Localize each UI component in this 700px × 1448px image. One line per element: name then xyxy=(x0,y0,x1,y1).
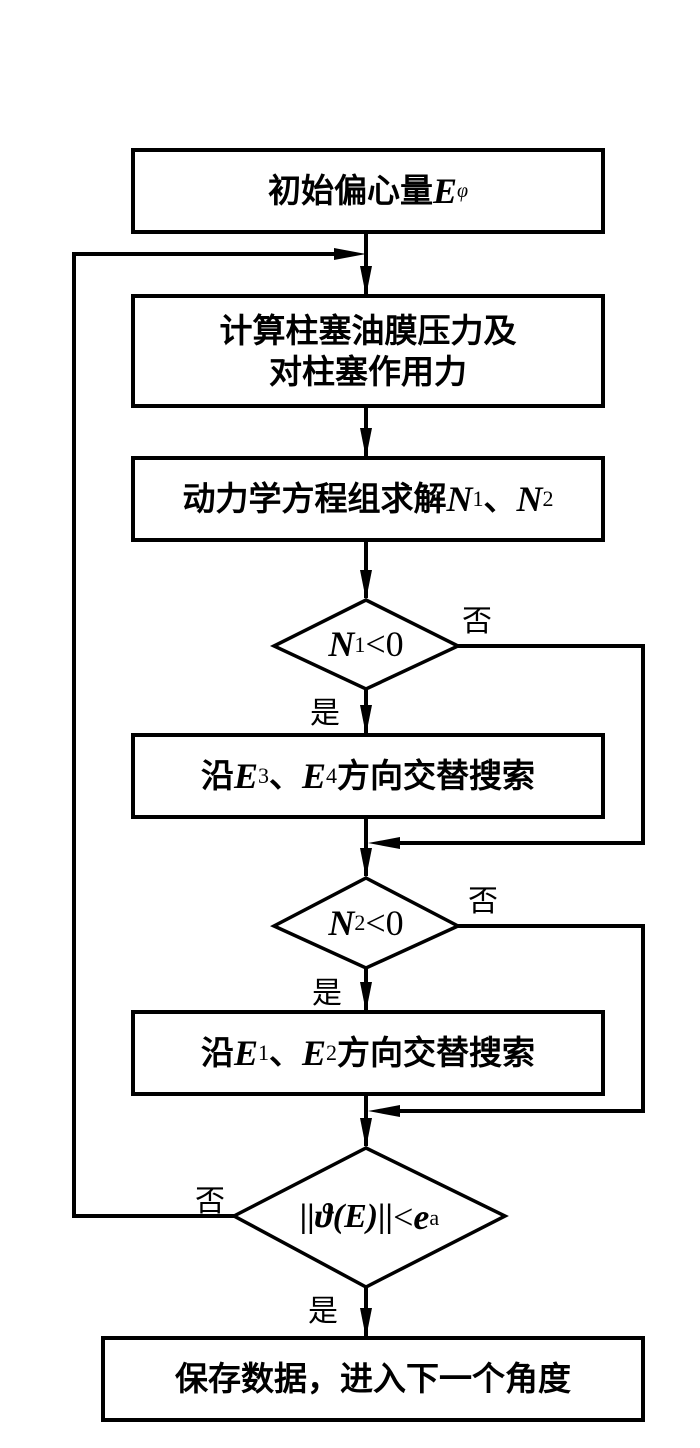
s12-suffix: 方向交替搜索 xyxy=(337,1033,536,1073)
s34-sub1: 3 xyxy=(258,763,269,789)
d3-sub: a xyxy=(429,1204,440,1230)
solve-sub2: 2 xyxy=(542,486,554,512)
s12-var1: E xyxy=(233,1032,258,1073)
s12-var2: E xyxy=(302,1032,327,1073)
arrowhead-solve xyxy=(360,428,372,458)
end-text: 保存数据，进入下一个角度 xyxy=(175,1359,571,1399)
s12-sep: 、 xyxy=(269,1033,302,1073)
s12-sub1: 1 xyxy=(258,1040,269,1066)
s34-sep: 、 xyxy=(269,756,302,796)
solve-text: 动力学方程组求解 xyxy=(182,479,447,519)
s34-var1: E xyxy=(233,755,258,796)
d3-no-label: 否 xyxy=(195,1184,225,1219)
s34-var2: E xyxy=(302,755,327,796)
d3-op: < xyxy=(393,1197,414,1237)
end-node-label: 保存数据，进入下一个角度 xyxy=(103,1338,643,1420)
edge-d3-no-loop xyxy=(72,252,336,1218)
d2-yes-label: 是 xyxy=(312,976,342,1011)
s34-suffix: 方向交替搜索 xyxy=(337,756,536,796)
start-sup: φ xyxy=(456,179,469,202)
d1-sub: 1 xyxy=(354,631,366,657)
start-text: 初始偏心量 xyxy=(267,171,433,211)
arrowhead-merge1 xyxy=(368,837,400,849)
s34-sub2: 4 xyxy=(326,763,338,789)
d2-var: N xyxy=(328,902,355,943)
arrowhead-loop xyxy=(334,248,366,260)
s12-sub2: 2 xyxy=(326,1040,338,1066)
d1-yes-label: 是 xyxy=(310,696,340,731)
arrowhead-calc xyxy=(360,266,372,296)
edge-d2-no xyxy=(398,924,645,1113)
solve-var2: N xyxy=(516,478,543,519)
calc-node-label: 计算柱塞油膜压力及 对柱塞作用力 xyxy=(133,296,603,406)
d1-no-label: 否 xyxy=(462,604,492,639)
arrowhead-end xyxy=(360,1308,372,1338)
start-symbol: E xyxy=(432,170,457,211)
d3-var: e xyxy=(413,1197,430,1237)
d2-sub: 2 xyxy=(354,910,366,936)
arrowhead-d3 xyxy=(360,1118,372,1148)
end-box xyxy=(101,1336,645,1422)
arrowhead-search12 xyxy=(360,982,372,1012)
calc-line1: 计算柱塞油膜压力及 xyxy=(219,310,517,350)
arrowhead-merge2 xyxy=(368,1105,400,1117)
arrowhead-d2 xyxy=(360,848,372,878)
arrowhead-search34 xyxy=(360,705,372,735)
d2-op: <0 xyxy=(365,902,404,943)
edge-d1-no xyxy=(398,644,645,845)
s34-prefix: 沿 xyxy=(200,756,234,796)
d1-var: N xyxy=(328,624,355,664)
calc-line2: 对柱塞作用力 xyxy=(269,352,467,391)
arrowhead-d1 xyxy=(360,570,372,600)
d3-lhs: ||ϑ(E)|| xyxy=(299,1198,394,1236)
solve-sep: 、 xyxy=(483,479,517,519)
solve-sub1: 1 xyxy=(472,486,484,512)
s12-prefix: 沿 xyxy=(200,1033,234,1073)
solve-var1: N xyxy=(446,478,473,519)
d2-no-label: 否 xyxy=(468,884,498,919)
d1-op: <0 xyxy=(365,624,404,664)
d3-yes-label: 是 xyxy=(308,1294,338,1329)
